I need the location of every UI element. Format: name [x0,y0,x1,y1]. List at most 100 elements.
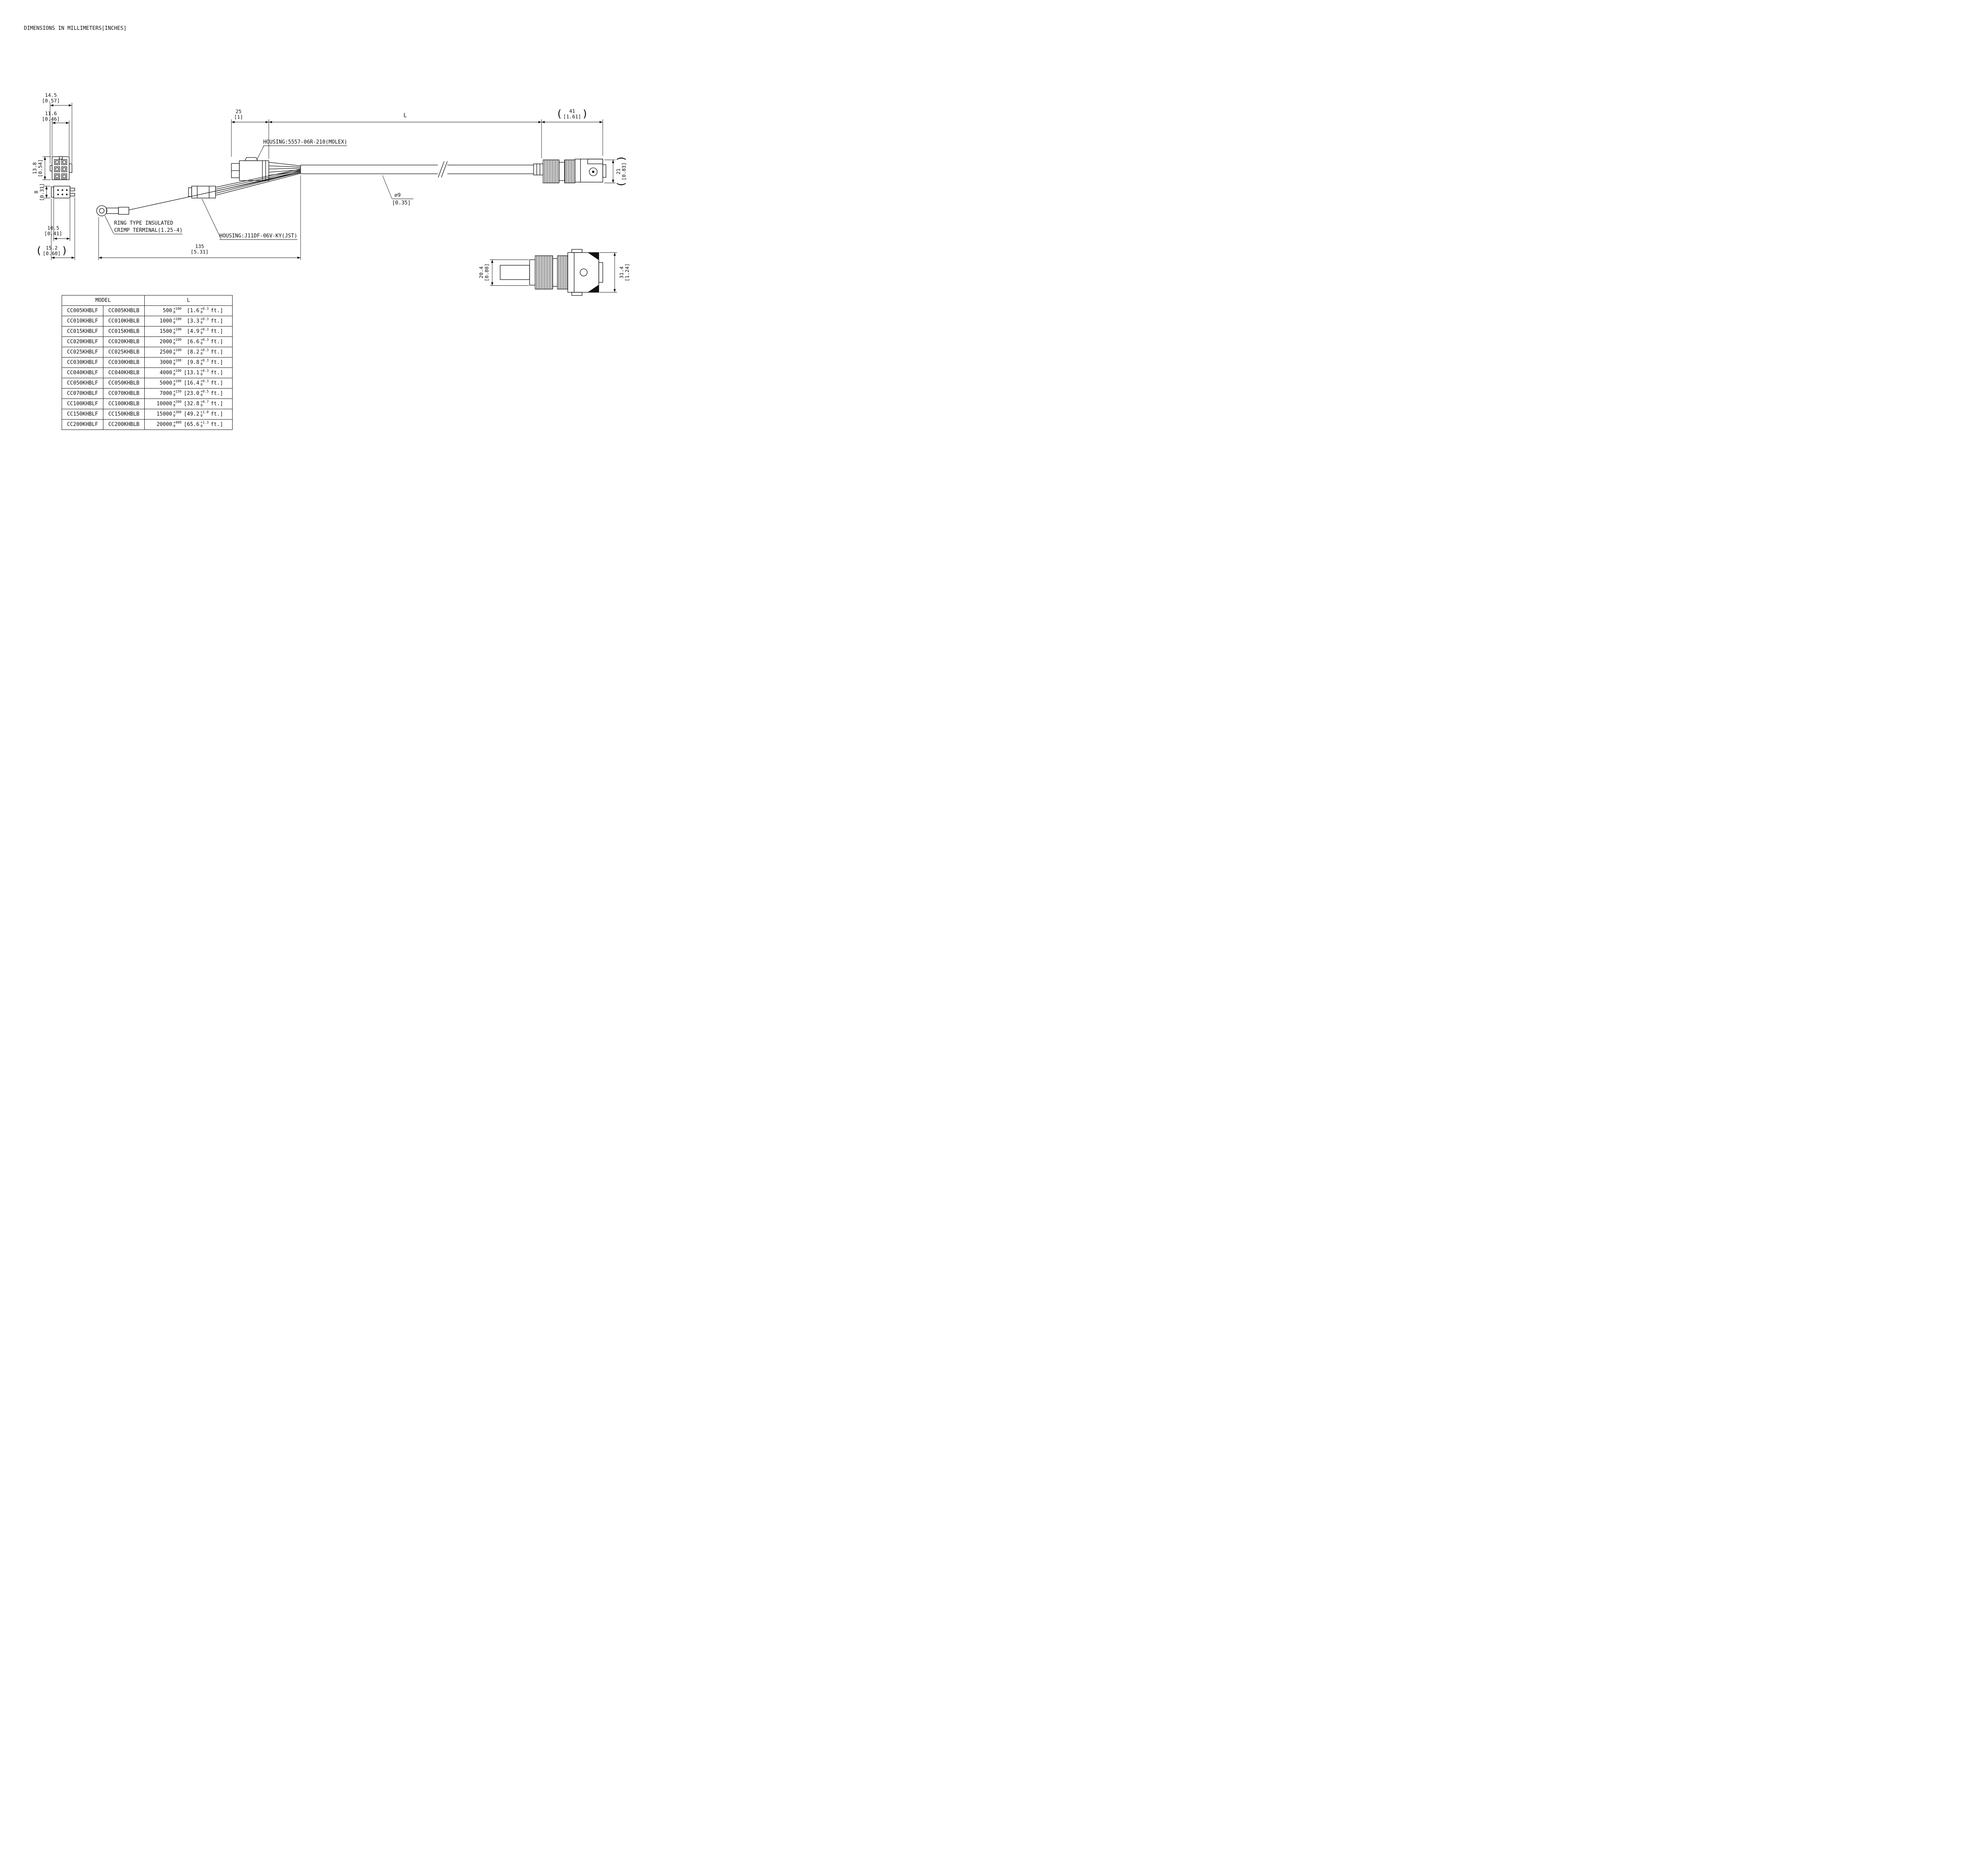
callout-ring-terminal-line1: RING TYPE INSULATED [114,220,173,226]
callout-cable-diameter-in: [0.35] [392,200,411,206]
model-name: CC015KHBLB [103,326,145,337]
dim-25: 25[1] [234,108,243,120]
model-name: CC030KHBLF [62,357,103,368]
model-name: CC040KHBLB [103,367,145,378]
model-name: CC025KHBLB [103,347,145,358]
dim-10-5: 10.5[0.41] [44,225,62,236]
callout-ring-terminal-line2: CRIMP TERMINAL(1.25-4) [114,227,183,234]
dim-20-4: 20.4[0.80] [478,263,490,282]
drawing-sheet: DIMENSIONS IN MILLIMETERS[INCHES] HOUSIN… [0,0,658,465]
cable [300,161,534,178]
model-name: CC200KHBLF [62,419,103,430]
wire-bundle [128,162,301,210]
model-name: CC070KHBLB [103,388,145,399]
col-header-model: MODEL [62,295,145,306]
model-name: CC010KHBLF [62,316,103,327]
model-name: CC040KHBLF [62,367,103,378]
dim-135: 135[5.31] [190,243,209,255]
dim-11-6: 11.6[0.46] [42,110,60,122]
model-name: CC020KHBLB [103,336,145,347]
callout-housing-molex: HOUSING:5557-06R-210(MOLEX) [263,139,348,146]
model-name: CC030KHBLB [103,357,145,368]
callout-cable-diameter-mm: ⌀9 [394,192,401,198]
dim-13-8: 13.8[0.54] [31,159,43,177]
ring-terminal [96,205,129,216]
dim-15-2-ref: ( 15.2[0.60] ) [35,245,68,257]
model-name: CC025KHBLF [62,347,103,358]
table-header-row: MODEL L [62,295,233,306]
model-name: CC200KHBLB [103,419,145,430]
model-name: CC150KHBLB [103,409,145,420]
model-name: CC015KHBLF [62,326,103,337]
dim-21-ref: ( 21[0.83] ) [615,155,627,188]
model-name: CC070KHBLF [62,388,103,399]
drawing-linework [43,103,617,296]
extension-lines [43,103,617,293]
model-name: CC150KHBLF [62,409,103,420]
model-name: CC005KHBLB [103,305,145,316]
dim-31-4: 31.4[1.24] [618,263,630,282]
dim-length-l: L [403,112,407,119]
model-name: CC005KHBLF [62,305,103,316]
model-name: CC100KHBLB [103,398,145,409]
motor-connector-top-view [500,249,603,296]
connector-front-view [50,156,72,180]
model-name: CC020KHBLF [62,336,103,347]
dim-8: 8[0.31] [33,183,45,201]
model-name: CC100KHBLF [62,398,103,409]
col-header-l: L [144,295,233,306]
model-name: CC050KHBLB [103,378,145,389]
units-note: DIMENSIONS IN MILLIMETERS[INCHES] [24,25,127,31]
callout-housing-jst: HOUSING:J11DF-06V-KY(JST) [219,233,297,240]
dim-14-5: 14.5[0.57] [42,92,60,103]
dimension-lines [44,104,616,292]
